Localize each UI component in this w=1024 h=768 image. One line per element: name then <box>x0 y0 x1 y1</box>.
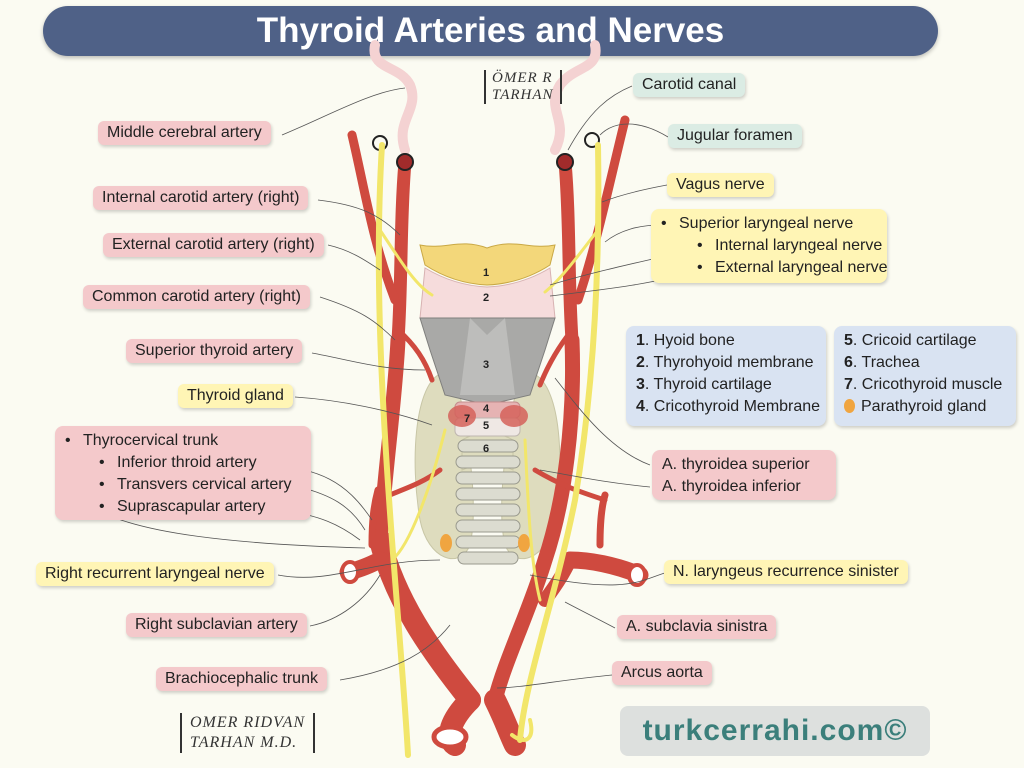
carotid-canal-right <box>396 153 414 171</box>
legend-item-thyroid-cartilage: 3. Thyroid cartilage <box>636 376 772 393</box>
external-laryngeal-nerve: External laryngeal nerve <box>715 259 888 276</box>
label-right-subclavian-artery: Right subclavian artery <box>126 613 307 637</box>
signature-bottom: OMER RIDVAN TARHAN M.D. <box>180 713 316 753</box>
label-superior-laryngeal-nerve: •Superior laryngeal nerve •Internal lary… <box>651 209 888 283</box>
label-thyrocervical-trunk: •Thyrocervical trunk •Inferior throid ar… <box>55 426 311 520</box>
carotid-canal-left <box>556 153 574 171</box>
label-thyroid-gland: Thyroid gland <box>178 384 293 408</box>
label-a-thyroidea-superior: A. thyroidea superior <box>662 456 810 473</box>
page-title: Thyroid Arteries and Nerves <box>256 11 725 50</box>
hyoid-bone <box>419 243 556 286</box>
cricothyroid-muscle-right <box>500 405 528 427</box>
num-thyroid-cartilage: 3 <box>483 359 489 371</box>
legend-structures-right: 5. Cricoid cartilage 6. Trachea 7. Crico… <box>834 326 1016 426</box>
label-a-thyroidea-inferior: A. thyroidea inferior <box>662 478 801 495</box>
thyroid-cartilage-shade <box>460 318 515 395</box>
thyrocervical-title: Thyrocervical trunk <box>83 432 219 449</box>
label-jugular-foramen: Jugular foramen <box>668 124 802 148</box>
left-subclavian-end <box>627 563 647 587</box>
legend-item-cricothyroid-muscle: 7. Cricothyroid muscle <box>844 376 1003 393</box>
label-a-subclavia-sinistra: A. subclavia sinistra <box>617 615 777 639</box>
num-cricoid: 5 <box>483 420 489 432</box>
title-bar: Thyroid Arteries and Nerves <box>43 6 938 56</box>
trachea <box>455 439 521 565</box>
legend-structures-left: 1. Hyoid bone 2. Thyrohyoid membrane 3. … <box>626 326 826 426</box>
suprascapular-artery: Suprascapular artery <box>117 498 266 515</box>
jugular-foramen-left <box>584 132 600 148</box>
internal-laryngeal-nerve: Internal laryngeal nerve <box>715 237 883 254</box>
label-common-carotid-right: Common carotid artery (right) <box>83 285 310 309</box>
label-external-carotid-right: External carotid artery (right) <box>103 233 324 257</box>
transverse-cervical-artery: Transvers cervical artery <box>117 476 292 493</box>
cricothyroid-muscle-left <box>448 405 476 427</box>
parathyroid-swatch <box>844 399 855 413</box>
parathyroid-gland-right <box>518 534 530 552</box>
legend-item-hyoid: 1. Hyoid bone <box>636 332 735 349</box>
label-n-laryngeus-recurrence-sinister: N. laryngeus recurrence sinister <box>664 560 908 584</box>
superior-laryngeal-title: Superior laryngeal nerve <box>679 215 854 232</box>
legend-item-thyrohyoid: 2. Thyrohyoid membrane <box>636 354 814 371</box>
signature-top: ÖMER R TARHAN <box>484 70 562 104</box>
label-right-recurrent-laryngeal-nerve: Right recurrent laryngeal nerve <box>36 562 274 586</box>
parathyroid-gland-left <box>440 534 452 552</box>
num-cricothyroid-membrane: 4 <box>483 403 490 415</box>
num-thyrohyoid: 2 <box>483 292 489 304</box>
aorta-end <box>431 724 469 750</box>
inferior-thyroid-artery: Inferior throid artery <box>117 454 257 471</box>
num-cricothyroid-muscle: 7 <box>464 413 470 425</box>
nerves <box>375 142 602 758</box>
label-carotid-canal: Carotid canal <box>633 73 746 97</box>
thyrohyoid-membrane <box>419 267 556 319</box>
legend-item-parathyroid: Parathyroid gland <box>844 396 1006 418</box>
website-watermark: turkcerrahi.com© <box>620 706 930 756</box>
legend-item-trachea: 6. Trachea <box>844 354 920 371</box>
label-middle-cerebral-artery: Middle cerebral artery <box>98 121 271 145</box>
label-brachiocephalic-trunk: Brachiocephalic trunk <box>156 667 327 691</box>
legend-item-cricothyroid-membrane: 4. Cricothyroid Membrane <box>636 398 821 415</box>
label-vagus-nerve: Vagus nerve <box>667 173 774 197</box>
label-superior-thyroid-artery: Superior thyroid artery <box>126 339 303 363</box>
label-arcus-aorta: Arcus aorta <box>612 661 712 685</box>
num-trachea: 6 <box>483 443 489 455</box>
label-thyroid-arteries: A. thyroidea superior A. thyroidea infer… <box>652 450 836 500</box>
label-internal-carotid-right: Internal carotid artery (right) <box>93 186 309 210</box>
legend-item-cricoid: 5. Cricoid cartilage <box>844 332 977 349</box>
num-hyoid: 1 <box>483 267 489 279</box>
